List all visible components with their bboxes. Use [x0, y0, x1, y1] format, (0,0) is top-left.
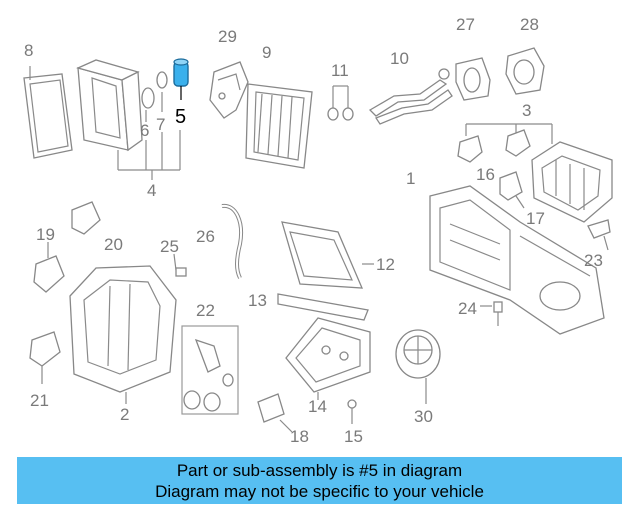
part-10-pipes: [368, 68, 453, 125]
callout-5: 5: [175, 106, 186, 128]
part-19-20-brackets: [33, 201, 101, 293]
parts-diagram: 8 29 9 11 10 27 28 5 6 7 4 3 1 16 17 19 …: [23, 15, 613, 446]
part-8-filter: [23, 66, 73, 159]
callout-17: 17: [526, 209, 545, 228]
callout-14: 14: [308, 397, 327, 416]
part-11-clips: [327, 85, 354, 121]
part-14-tray: [285, 317, 371, 400]
banner-line-1: Part or sub-assembly is #5 in diagram: [176, 460, 463, 480]
callout-19: 19: [36, 225, 55, 244]
part-5-highlighted: [173, 58, 189, 100]
callout-labels: 8 29 9 11 10 27 28 5 6 7 4 3 1 16 17 19 …: [24, 15, 603, 446]
part-24-screw: [480, 301, 503, 326]
callout-15: 15: [344, 427, 363, 446]
callout-16: 16: [476, 165, 495, 184]
part-evaporator: [76, 59, 143, 152]
callout-4: 4: [147, 181, 156, 200]
callout-2: 2: [120, 405, 129, 424]
callout-18: 18: [290, 427, 309, 446]
part-26-hose: [221, 203, 243, 279]
callout-28: 28: [520, 15, 539, 34]
callout-22: 22: [196, 301, 215, 320]
callout-9: 9: [262, 43, 271, 62]
banner-line-2: Diagram may not be specific to your vehi…: [155, 481, 484, 501]
part-25-screw: [173, 253, 187, 277]
callout-26: 26: [196, 227, 215, 246]
callout-11: 11: [331, 61, 349, 80]
callout-bracket-4: [117, 130, 181, 180]
callout-30: 30: [414, 407, 433, 426]
callout-27: 27: [456, 15, 475, 34]
callout-23: 23: [584, 251, 603, 270]
callout-21: 21: [30, 391, 49, 410]
part-12-filter: [281, 221, 374, 289]
callout-24: 24: [458, 299, 477, 318]
part-27-gasket: [455, 57, 491, 101]
part-30-blower: [395, 329, 441, 404]
part-air-distribution-housing: [531, 141, 613, 223]
part-21-bracket: [29, 331, 61, 384]
callout-7: 7: [156, 115, 165, 134]
part-18-module: [257, 393, 293, 433]
part-22-kit: [181, 325, 239, 415]
part-6-7-seals: [141, 71, 168, 122]
callout-10: 10: [390, 49, 409, 68]
callout-1: 1: [406, 169, 415, 188]
part-9-heater-core: [245, 83, 313, 169]
callout-3: 3: [522, 101, 531, 120]
part-15-screw: [347, 399, 357, 424]
info-banner: Part or sub-assembly is #5 in diagram Di…: [17, 457, 622, 504]
part-16-flaps: [457, 129, 531, 163]
part-28-gasket: [505, 47, 545, 95]
part-13-seal-strip: [277, 293, 369, 321]
callout-8: 8: [24, 41, 33, 60]
callout-12: 12: [376, 255, 395, 274]
part-2-lower-housing: [69, 265, 177, 404]
callout-20: 20: [104, 235, 123, 254]
part-23-sensor: [587, 219, 611, 251]
callout-25: 25: [160, 237, 179, 256]
part-29-duct: [209, 61, 249, 119]
callout-13: 13: [248, 291, 267, 310]
part-17-actuator: [499, 171, 525, 209]
callout-6: 6: [140, 121, 149, 140]
part-1-main-housing: [429, 185, 605, 335]
callout-29: 29: [218, 27, 237, 46]
